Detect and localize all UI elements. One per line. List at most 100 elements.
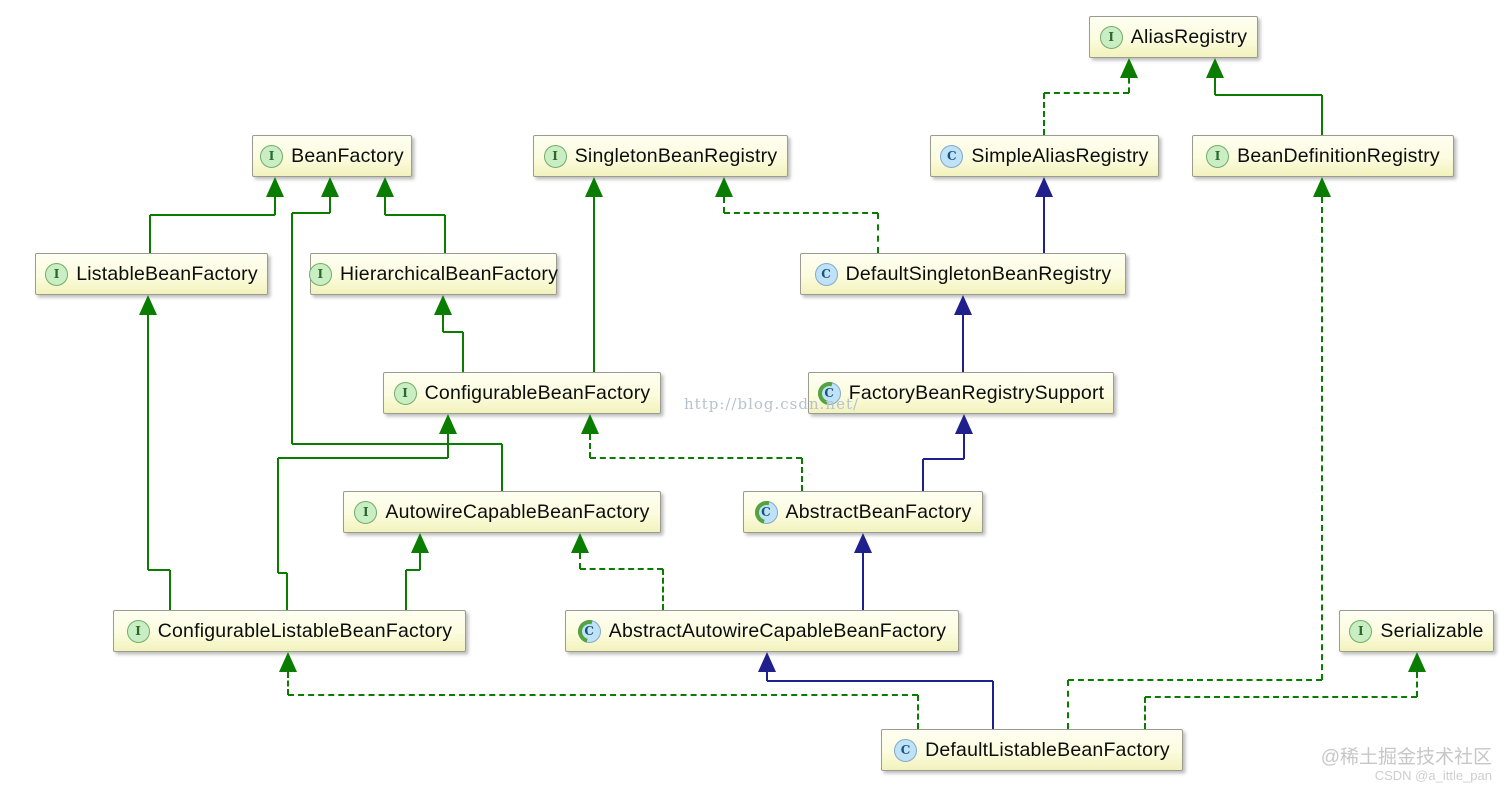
inheritance-arrowhead bbox=[139, 295, 157, 315]
inheritance-arrowhead bbox=[581, 414, 599, 434]
relationship-line-extends bbox=[329, 197, 331, 213]
abstract-class-node-abstractautowirecapablebeanfactory[interactable]: C AbstractAutowireCapableBeanFactory bbox=[565, 610, 959, 652]
relationship-line-extends bbox=[963, 434, 965, 459]
relationship-line-extends bbox=[501, 444, 503, 491]
class-name-label: AbstractAutowireCapableBeanFactory bbox=[608, 619, 947, 642]
relationship-line-extends bbox=[419, 553, 421, 570]
class-name-label: ListableBeanFactory bbox=[76, 262, 258, 285]
relationship-line-extends bbox=[992, 681, 994, 729]
interface-node-configurablelistablebeanfactory[interactable]: I ConfigurableListableBeanFactory bbox=[113, 610, 466, 652]
class-node-defaultsingletonbeanregistry[interactable]: C DefaultSingletonBeanRegistry bbox=[800, 253, 1126, 295]
relationship-line-extends bbox=[593, 197, 595, 372]
class-name-label: SingletonBeanRegistry bbox=[574, 144, 778, 167]
interface-icon: I bbox=[1099, 25, 1123, 49]
relationship-line-implements bbox=[287, 672, 289, 695]
interface-icon: I bbox=[1349, 619, 1373, 643]
interface-icon: I bbox=[45, 262, 69, 286]
relationship-line-extends bbox=[385, 214, 445, 216]
relationship-line-extends bbox=[406, 569, 420, 571]
inheritance-arrowhead bbox=[321, 177, 339, 197]
class-name-label: ConfigurableBeanFactory bbox=[424, 381, 651, 404]
interface-icon: I bbox=[260, 144, 284, 168]
abstract-class-icon: C bbox=[754, 500, 778, 524]
relationship-line-extends bbox=[150, 214, 275, 216]
interface-node-listablebeanfactory[interactable]: I ListableBeanFactory bbox=[35, 253, 268, 295]
relationship-line-implements bbox=[1067, 680, 1069, 729]
relationship-line-extends bbox=[962, 315, 964, 372]
relationship-line-extends bbox=[278, 457, 448, 459]
relationship-line-extends bbox=[1043, 197, 1045, 253]
relationship-line-extends bbox=[169, 570, 171, 610]
relationship-line-extends bbox=[277, 458, 279, 573]
class-name-label: FactoryBeanRegistrySupport bbox=[848, 381, 1105, 404]
inheritance-arrowhead bbox=[266, 177, 284, 197]
interface-icon: I bbox=[543, 144, 567, 168]
class-icon: C bbox=[894, 738, 918, 762]
relationship-line-extends bbox=[149, 215, 151, 253]
interface-node-serializable[interactable]: I Serializable bbox=[1339, 610, 1494, 652]
inheritance-arrowhead bbox=[1408, 652, 1426, 672]
abstract-class-node-factorybeanregistrysupport[interactable]: C FactoryBeanRegistrySupport bbox=[808, 372, 1114, 414]
inheritance-arrowhead bbox=[411, 533, 429, 553]
inheritance-arrowhead bbox=[376, 177, 394, 197]
relationship-line-extends bbox=[447, 434, 449, 458]
relationship-line-implements bbox=[580, 568, 663, 570]
inheritance-arrowhead bbox=[1035, 177, 1053, 197]
interface-node-beanfactory[interactable]: I BeanFactory bbox=[252, 135, 412, 177]
inheritance-arrowhead bbox=[439, 414, 457, 434]
abstract-class-icon: C bbox=[817, 381, 841, 405]
relationship-line-implements bbox=[1321, 197, 1323, 680]
relationship-line-extends bbox=[1215, 94, 1322, 96]
relationship-line-extends bbox=[462, 332, 464, 372]
relationship-line-implements bbox=[589, 434, 591, 458]
relationship-line-implements bbox=[662, 569, 664, 610]
interface-icon: I bbox=[393, 381, 417, 405]
relationship-line-implements bbox=[579, 553, 581, 569]
relationship-line-implements bbox=[288, 694, 918, 696]
class-node-defaultlistablebeanfactory[interactable]: C DefaultListableBeanFactory bbox=[881, 729, 1183, 771]
inheritance-arrowhead bbox=[954, 295, 972, 315]
relationship-line-extends bbox=[384, 197, 386, 215]
interface-node-beandefinitionregistry[interactable]: I BeanDefinitionRegistry bbox=[1192, 135, 1454, 177]
relationship-line-implements bbox=[723, 197, 725, 213]
class-name-label: HierarchicalBeanFactory bbox=[339, 262, 559, 285]
class-name-label: BeanDefinitionRegistry bbox=[1237, 144, 1440, 167]
inheritance-arrowhead bbox=[1206, 58, 1224, 78]
relationship-line-extends bbox=[148, 569, 170, 571]
relationship-line-extends bbox=[923, 458, 964, 460]
abstract-class-node-abstractbeanfactory[interactable]: C AbstractBeanFactory bbox=[743, 491, 983, 533]
interface-node-autowirecapablebeanfactory[interactable]: I AutowireCapableBeanFactory bbox=[343, 491, 661, 533]
class-node-simplealiasregistry[interactable]: C SimpleAliasRegistry bbox=[930, 135, 1159, 177]
interface-node-aliasregistry[interactable]: I AliasRegistry bbox=[1089, 16, 1258, 58]
interface-icon: I bbox=[354, 500, 378, 524]
relationship-line-implements bbox=[1044, 92, 1129, 94]
class-icon: C bbox=[940, 144, 964, 168]
class-name-label: AutowireCapableBeanFactory bbox=[385, 500, 650, 523]
inheritance-arrowhead bbox=[1120, 58, 1138, 78]
relationship-line-implements bbox=[1128, 78, 1130, 93]
inheritance-arrowhead bbox=[758, 652, 776, 672]
relationship-line-implements bbox=[917, 695, 919, 729]
relationship-line-extends bbox=[405, 570, 407, 610]
watermark-blog-url: http://blog.csdn.net/ bbox=[684, 395, 860, 413]
watermark-csdn-handle: CSDN @a_ittle_pan bbox=[1374, 767, 1492, 783]
relationship-line-implements bbox=[1144, 697, 1146, 729]
watermark-community: @稀土掘金技术社区 CSDN @a_ittle_pan bbox=[1321, 747, 1492, 784]
inheritance-arrowhead bbox=[854, 533, 872, 553]
interface-node-configurablebeanfactory[interactable]: I ConfigurableBeanFactory bbox=[383, 372, 661, 414]
relationship-line-implements bbox=[801, 458, 803, 491]
interface-icon: I bbox=[126, 619, 150, 643]
interface-node-singletonbeanregistry[interactable]: I SingletonBeanRegistry bbox=[533, 135, 788, 177]
inheritance-arrowhead bbox=[434, 295, 452, 315]
interface-node-hierarchicalbeanfactory[interactable]: I HierarchicalBeanFactory bbox=[308, 253, 559, 295]
relationship-line-extends bbox=[1214, 78, 1216, 95]
relationship-line-implements bbox=[1416, 672, 1418, 697]
relationship-line-extends bbox=[286, 573, 288, 610]
relationship-line-extends bbox=[1321, 95, 1323, 135]
relationship-line-extends bbox=[922, 459, 924, 491]
class-name-label: AbstractBeanFactory bbox=[785, 500, 972, 523]
class-name-label: DefaultSingletonBeanRegistry bbox=[845, 262, 1112, 285]
inheritance-arrowhead bbox=[715, 177, 733, 197]
class-name-label: BeanFactory bbox=[291, 144, 404, 167]
